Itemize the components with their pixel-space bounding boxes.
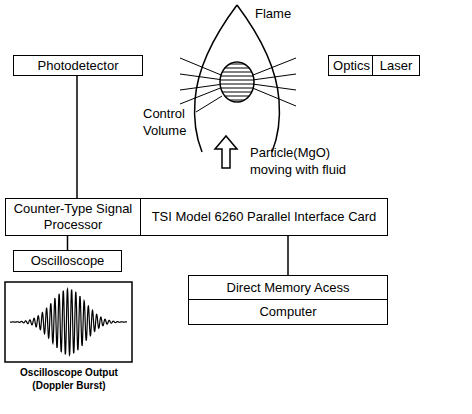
box-label: Counter-Type Signal Processor (10, 201, 136, 232)
instrument-box: Counter-Type Signal Processor (5, 198, 141, 236)
signal-wire (76, 76, 78, 198)
instrument-box: Optics (328, 55, 375, 76)
flow-arrow (215, 136, 237, 168)
annotation-label: Particle(MgO) moving with fluid (250, 145, 368, 179)
signal-wire (287, 236, 289, 275)
instrument-box: Computer (188, 299, 388, 325)
annotation-label: Flame (255, 6, 315, 23)
box-label: Computer (259, 304, 316, 320)
instrument-box: Laser (372, 55, 420, 76)
instrument-box: Photodetector (13, 55, 143, 76)
box-label: Laser (380, 58, 413, 74)
instrument-box: TSI Model 6260 Parallel Interface Card (140, 198, 388, 236)
box-label: TSI Model 6260 Parallel Interface Card (152, 209, 377, 225)
label-text: Oscilloscope Output (Doppler Burst) (20, 367, 118, 391)
instrument-box: Direct Memory Acess (188, 275, 388, 300)
instrument-box: Oscilloscope (13, 250, 122, 272)
control-volume-hatch (218, 64, 256, 100)
label-text: Flame (255, 6, 291, 21)
label-text: Particle(MgO) moving with fluid (250, 145, 346, 177)
oscilloscope-screen (5, 282, 132, 362)
annotation-label: Oscilloscope Output (Doppler Burst) (3, 366, 135, 392)
label-text: Control Volume (143, 106, 186, 138)
laser-beams (180, 58, 296, 106)
doppler-burst (10, 289, 127, 355)
signal-wire (67, 236, 69, 250)
leader-line (196, 96, 222, 112)
box-label: Oscilloscope (31, 253, 105, 269)
annotation-label: Control Volume (143, 106, 199, 140)
box-label: Optics (333, 58, 370, 74)
box-label: Direct Memory Acess (227, 280, 350, 296)
box-label: Photodetector (38, 58, 119, 74)
